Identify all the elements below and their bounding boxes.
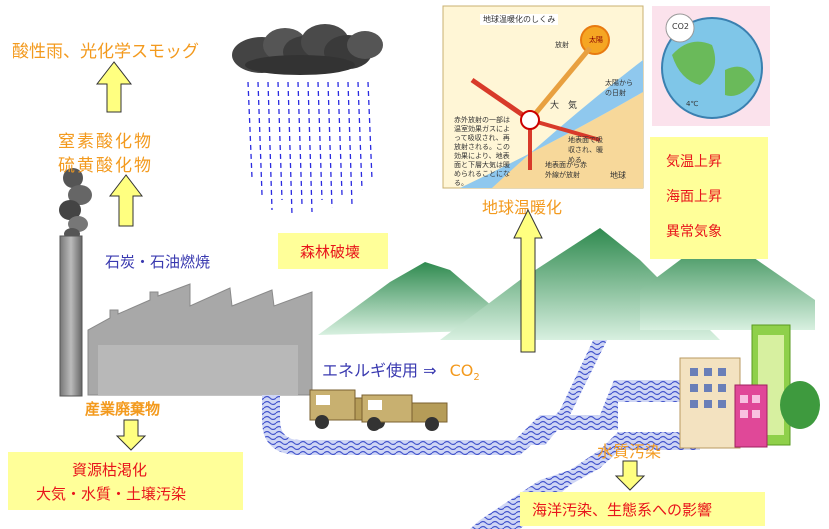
ocean-pollution-label: 海洋汚染、生態系への影響 [532, 501, 713, 519]
inset-radiation: 放射 [555, 41, 569, 49]
smoke [59, 168, 92, 240]
acid-rain-label: 酸性雨、光化学スモッグ [12, 42, 199, 62]
pollution-label: 大気・水質・土壌汚染 [36, 485, 187, 503]
ocean-box: 海洋汚染、生態系への影響 [520, 492, 765, 526]
mountain-right [640, 238, 815, 330]
nox-label: 窒素酸化物 [58, 132, 153, 152]
deforestation-box: 森林破壊 [278, 233, 388, 269]
water-pollution-label: 水質汚染 [597, 442, 662, 461]
globe-co2: CO2 [672, 22, 689, 31]
sox-label: 硫黄酸化物 [58, 156, 153, 176]
chimney [59, 235, 83, 397]
global-warming-label: 地球温暖化 [482, 198, 563, 217]
trucks [309, 389, 448, 431]
buildings [679, 324, 820, 449]
inset-sun: 太陽 [589, 36, 603, 44]
factory-wall [98, 345, 298, 395]
co2-label: CO2 [449, 361, 480, 384]
effect-sea-level: 海面上昇 [666, 189, 722, 205]
mountain-left [318, 262, 520, 335]
coal-oil-label: 石炭・石油燃焼 [105, 253, 211, 271]
inset-sunlight: 太陽からの日射 [605, 79, 633, 97]
river-mountain [528, 330, 612, 445]
greenhouse-inset [442, 5, 644, 189]
globe-illustration [652, 6, 770, 126]
industrial-waste-label: 産業廃棄物 [85, 400, 161, 418]
inset-emit: 地表面から赤外線が放射 [545, 161, 587, 179]
inset-absorb: 地表面で吸収され、暖める [568, 136, 604, 164]
energy-use-text: エネルギ使用 ⇒ [322, 361, 437, 380]
globe-thermo: 4℃ [686, 100, 699, 108]
resource-depletion-label: 資源枯渇化 [72, 461, 148, 479]
effects-box: 気温上昇 海面上昇 異常気象 [650, 137, 768, 259]
resource-box: 資源枯渇化 大気・水質・土壌汚染 [8, 452, 243, 510]
inset-earth: 地球 [610, 171, 626, 180]
inset-atmosphere: 大 気 [550, 101, 578, 111]
inset-description: 赤外放射の一部は温室効果ガスによって吸収され、再放射される。この効果により、地表… [454, 116, 510, 187]
effect-temperature: 気温上昇 [666, 154, 722, 170]
river-main [262, 380, 700, 529]
deforestation-label: 森林破壊 [300, 243, 361, 261]
inset-title: 地球温暖化のしくみ [480, 14, 559, 25]
effect-weather: 異常気象 [666, 224, 722, 240]
rain-lines [247, 81, 373, 216]
rain-cloud [232, 24, 383, 75]
energy-use-label: エネルギ使用 ⇒ CO2 [322, 357, 480, 383]
